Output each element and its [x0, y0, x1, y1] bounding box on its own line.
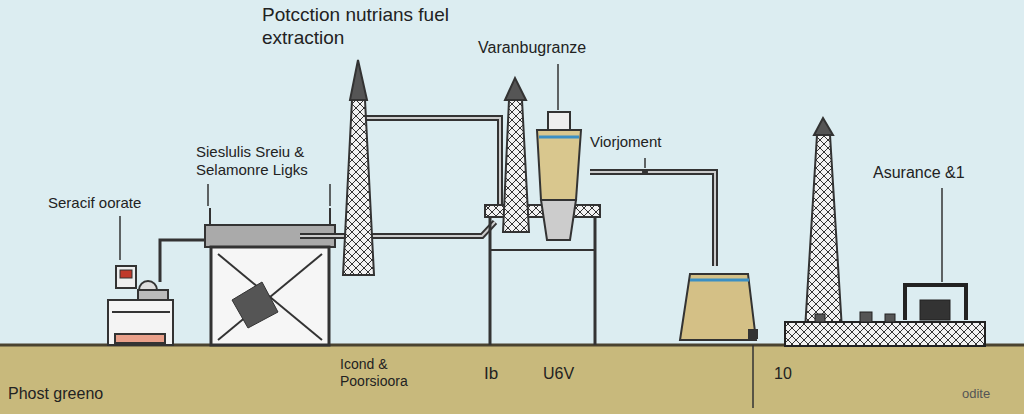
- callout-label: Phost greeno: [8, 384, 103, 403]
- left-machine: [108, 240, 205, 345]
- right-platform: [785, 285, 985, 346]
- callout-label: Asurance &1: [873, 163, 965, 182]
- callout-label: Seracif oorate: [48, 194, 141, 212]
- diagram-title: Potcction nutrians fuel extraction: [262, 4, 452, 50]
- leader-lines: [120, 64, 942, 282]
- callout-label: Ib: [484, 364, 498, 384]
- hopper-structure: [205, 208, 335, 345]
- lattice-tower-left: [343, 60, 374, 275]
- settling-tank: [680, 274, 757, 408]
- callout-label: 10: [774, 364, 792, 383]
- ground: [0, 345, 1024, 414]
- callout-label: Viorjoment: [590, 133, 661, 151]
- callout-label: Sieslulis Sreiu & Selamonre Ligks: [196, 143, 356, 179]
- callout-label: Icond & Poorsioora: [340, 356, 430, 390]
- callout-label: U6V: [543, 364, 574, 383]
- central-structure: [485, 78, 600, 345]
- callout-label: odite: [962, 386, 990, 402]
- callout-label: Varanbugranze: [478, 38, 586, 57]
- lattice-tower-right: [805, 118, 842, 330]
